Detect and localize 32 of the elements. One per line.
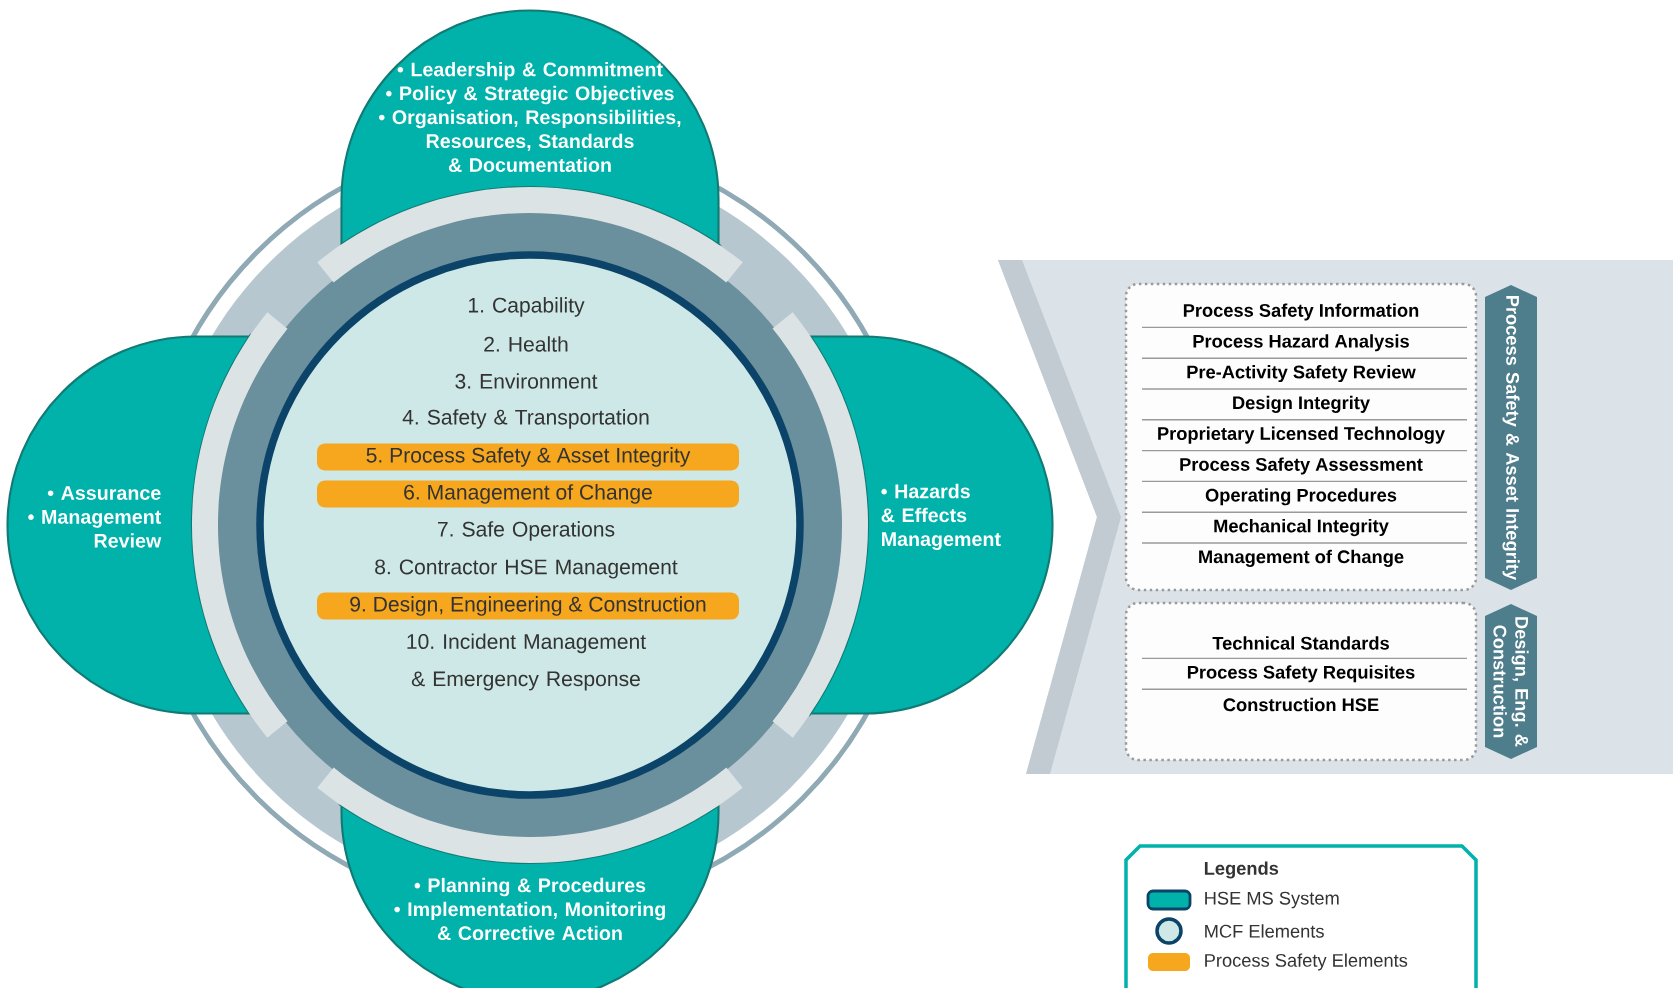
vertical-tab: Process Safety & Asset Integrity [1485,285,1537,590]
list-item: Operating Procedures [1205,488,1397,506]
legend-label: HSE MS System [1205,891,1339,909]
list-item: Construction HSE [1223,697,1379,712]
list-item: 10. Incident Management & Emergency Response [407,633,646,691]
petal: • Planning & Procedures • Implementation, Monitoring & Corrective Action [317,767,743,988]
list-item: Pre-Activity Safety Review [1187,365,1416,383]
list-item: Management of Change [1199,549,1404,567]
list-item: Design Integrity [1233,395,1370,413]
list-item: Process Hazard Analysis [1193,334,1409,352]
list-item: 8. Contractor HSE Management [375,559,678,579]
vertical-tab: Design, Eng. & Construction [1485,604,1537,759]
petal: • Hazards & Effects Management [772,312,1054,738]
list-item: Process Safety Requisites [1187,665,1415,683]
highlight-bar: 9. Design, Engineering & Construction [317,592,739,620]
list-item: Mechanical Integrity [1214,519,1389,537]
list-item: 3. Environment [455,373,598,389]
highlight-bar: 5. Process Safety & Asset Integrity [317,443,739,471]
legend-label: Process Safety Elements [1205,953,1408,971]
legend-title: Legends [1204,861,1279,879]
highlight-bar: 6. Management of Change [317,480,739,508]
list-item: Proprietary Licensed Technology [1158,426,1445,444]
list-item: 7. Safe Operations [438,521,615,541]
list-item: Technical Standards [1212,636,1389,650]
petal: • Leadership & Commitment • Policy & Strategic Objectives • Organisation, Responsibilities, Resources, Standards & Documentation [317,9,743,283]
list-item: 2. Health [484,336,568,352]
list-item: Process Safety Information [1183,303,1419,321]
list-item: Process Safety Assessment [1180,457,1423,475]
petal: • Assurance • Management Review [6,312,288,738]
list-item: 4. Safety & Transportation [402,409,649,429]
legend-label: MCF Elements [1205,924,1324,938]
list-item: 1. Capability [469,297,585,317]
